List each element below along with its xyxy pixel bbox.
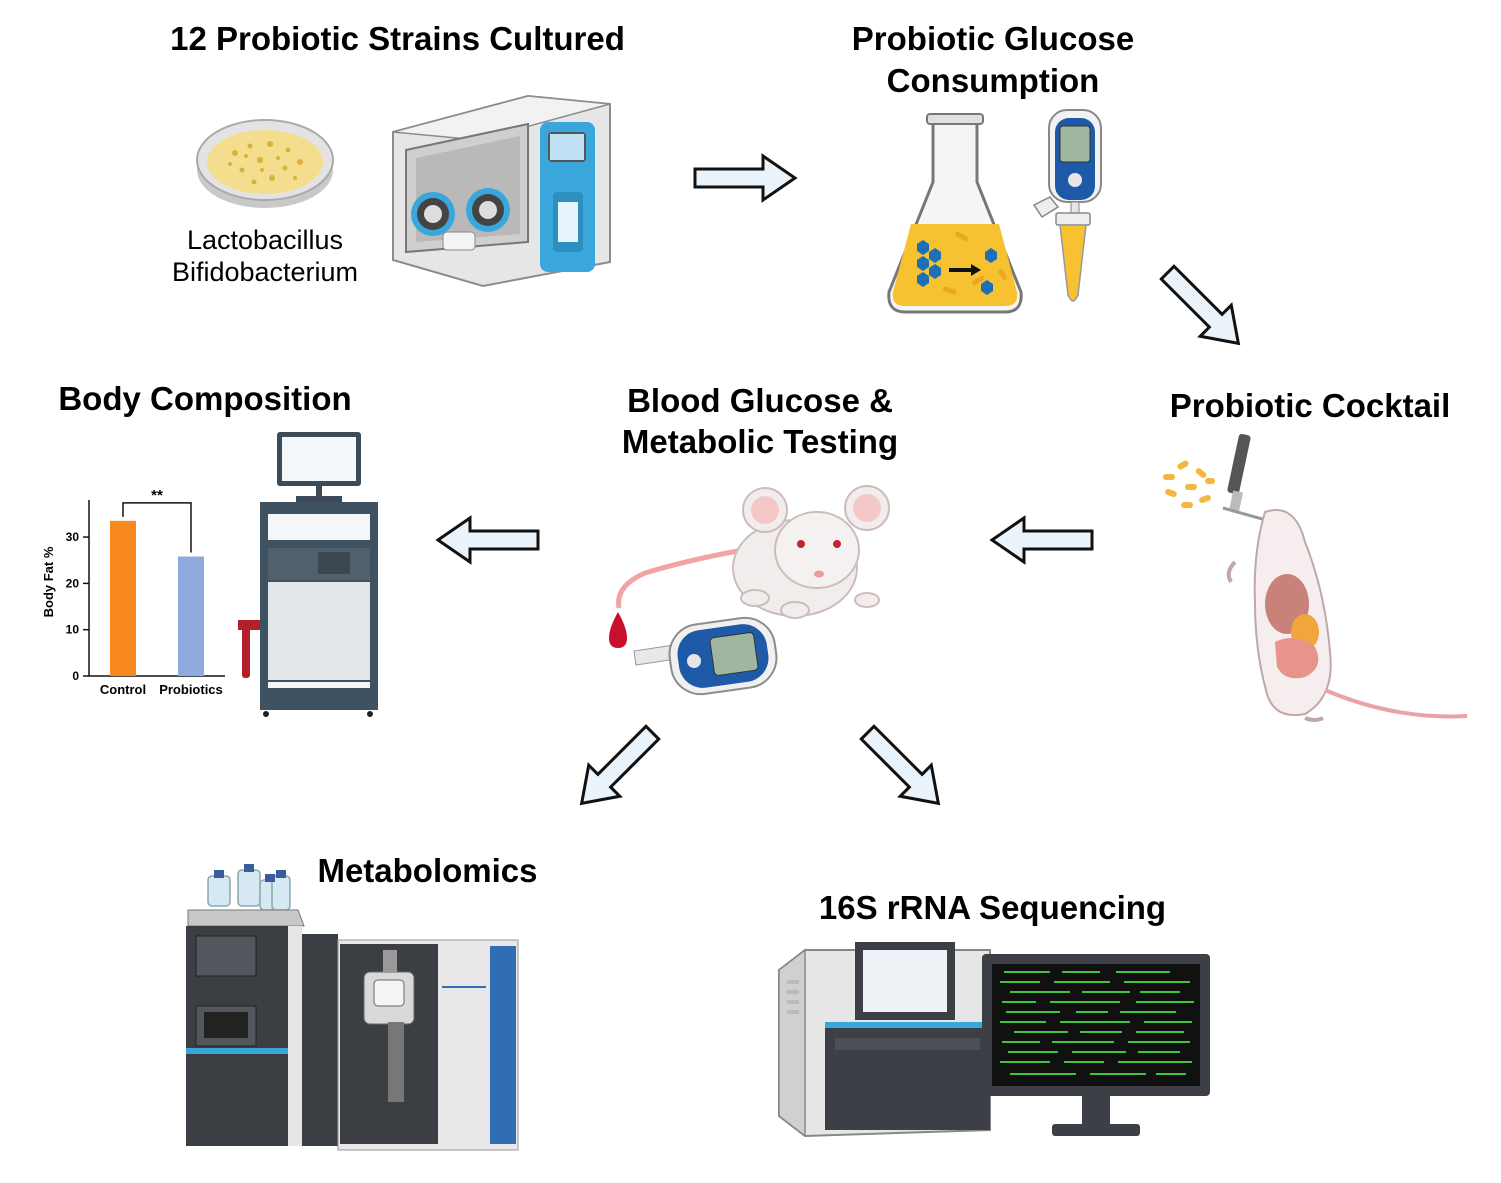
chart-y-tick-label: 20	[66, 576, 80, 590]
chart-bar-control	[110, 520, 136, 676]
sequencing-title: 16S rRNA Sequencing	[818, 889, 1167, 926]
monitor-icon	[982, 954, 1210, 1136]
chart-bar-probiotics	[178, 556, 204, 676]
blood-glucose-title-line1: Blood Glucose &	[627, 382, 893, 419]
arrow-consumption-to-cocktail	[1150, 255, 1256, 361]
oral-gavage-mouse-icon	[1163, 433, 1468, 722]
body-composition-title: Body Composition	[58, 380, 352, 417]
glucometer-icon	[1048, 109, 1102, 221]
glucose-consumption-title-line2: Consumption	[886, 62, 1100, 99]
arrow-testing-to-metabolomics	[564, 715, 670, 821]
chart-category-label: Probiotics	[159, 682, 223, 697]
significance-bracket	[122, 502, 192, 553]
body-composition-analyzer-icon	[238, 432, 378, 717]
significance-label: **	[151, 487, 163, 504]
mouse-icon	[616, 485, 890, 619]
body-fat-chart: 0 10 20 30 Control Probiotics ** Body Fat %	[41, 487, 225, 697]
cocktail-title: Probiotic Cocktail	[1169, 387, 1451, 424]
petri-dish-icon	[196, 119, 334, 208]
blood-glucose-title-line2: Metabolic Testing	[621, 423, 899, 460]
arrow-testing-to-sequencing	[850, 715, 956, 821]
erlenmeyer-flask-icon	[887, 113, 1023, 314]
anaerobic-chamber-icon	[392, 94, 611, 288]
chart-y-tick-label: 0	[72, 669, 79, 683]
glucometer-icon	[633, 616, 778, 696]
chart-y-axis-label: Body Fat %	[41, 546, 56, 617]
arrow-cocktail-to-testing	[990, 516, 1094, 564]
metabolomics-title: Metabolomics	[317, 852, 538, 889]
sample-tube-icon	[1032, 196, 1091, 302]
glucose-consumption-title-line1: Probiotic Glucose	[851, 20, 1135, 57]
sequencer-icon	[778, 942, 991, 1138]
blood-drop-icon	[609, 612, 627, 648]
chart-y-tick-label: 10	[66, 623, 80, 637]
arrow-culture-to-consumption	[693, 154, 797, 202]
culture-title: 12 Probiotic Strains Cultured	[170, 20, 625, 57]
strain-label-bifidobacterium: Bifidobacterium	[171, 257, 359, 287]
chart-y-tick-label: 30	[66, 530, 80, 544]
lc-ms-instrument-icon	[186, 864, 519, 1151]
chart-category-label: Control	[100, 682, 146, 697]
arrow-testing-to-body-composition	[436, 516, 540, 564]
strain-label-lactobacillus: Lactobacillus	[186, 225, 344, 255]
